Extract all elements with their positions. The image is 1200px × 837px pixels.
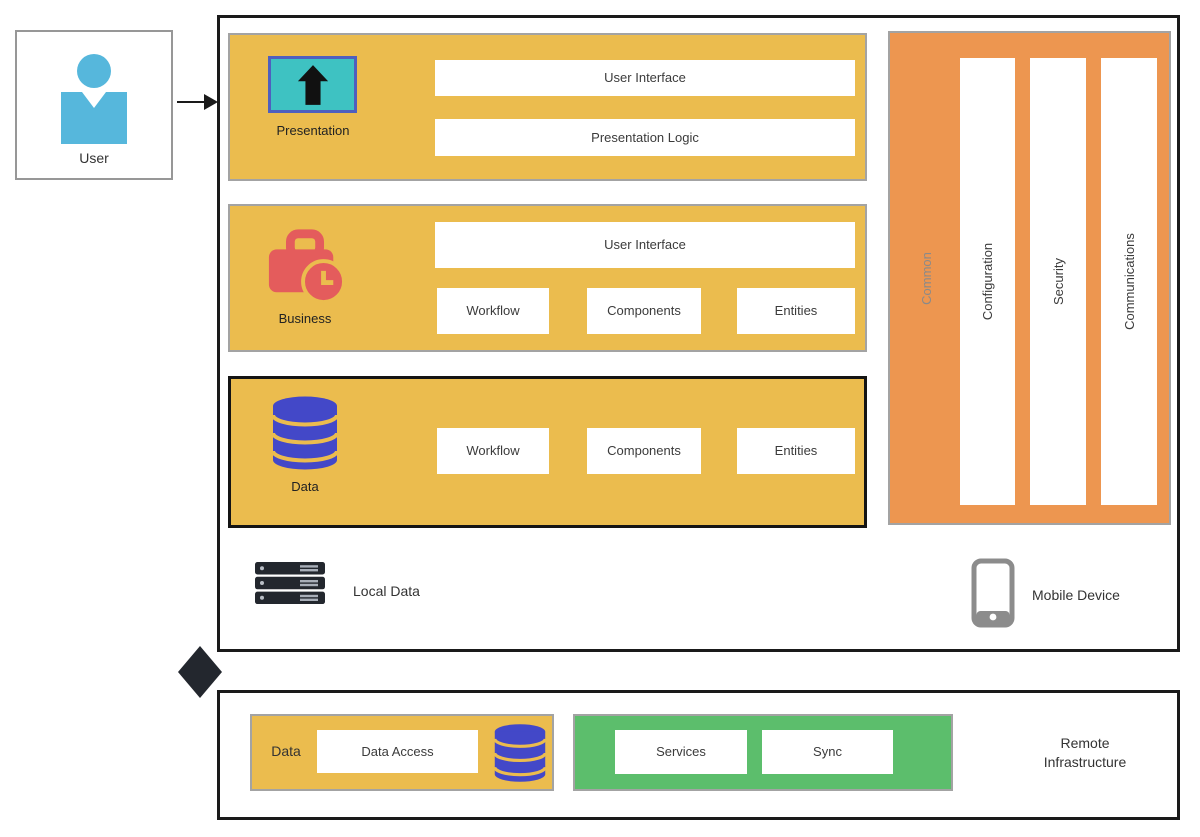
presentation-logic-bar: Presentation Logic <box>435 119 855 156</box>
mobile-device-label: Mobile Device <box>1032 587 1120 603</box>
data-components-bar: Components <box>587 428 701 474</box>
server-stack-icon <box>255 562 325 604</box>
common-column-configuration: Configuration <box>960 58 1015 505</box>
security-label: Security <box>1050 258 1066 305</box>
communications-label: Communications <box>1121 233 1137 330</box>
business-components-bar: Components <box>587 288 701 334</box>
business-entities-bar: Entities <box>737 288 855 334</box>
remote-infrastructure-label: Remote Infrastructure <box>990 734 1180 772</box>
user-arrow-line <box>177 101 207 103</box>
mobile-device-icon <box>971 558 1015 628</box>
database-icon <box>494 724 546 782</box>
remote-data-label: Data <box>271 743 301 759</box>
business-label: Business <box>278 311 332 326</box>
data-label: Data <box>291 479 319 494</box>
common-label-wrap: Common <box>890 33 962 523</box>
common-label: Common <box>918 251 934 305</box>
data-entities-bar: Entities <box>737 428 855 474</box>
database-icon <box>272 396 338 470</box>
presentation-label: Presentation <box>276 123 350 138</box>
sync-bar: Sync <box>762 730 893 774</box>
configuration-label: Configuration <box>980 242 996 321</box>
business-user-interface-bar: User Interface <box>435 222 855 268</box>
common-column-security: Security <box>1030 58 1086 505</box>
business-workflow-bar: Workflow <box>437 288 549 334</box>
data-workflow-bar: Workflow <box>437 428 549 474</box>
presentation-user-interface-bar: User Interface <box>435 60 855 96</box>
diamond-connector-icon <box>178 646 222 698</box>
person-icon <box>61 54 127 144</box>
local-data-label: Local Data <box>353 583 420 599</box>
common-column-communications: Communications <box>1101 58 1157 505</box>
services-bar: Services <box>615 730 747 774</box>
briefcase-clock-icon <box>268 229 344 304</box>
user-arrow-head-icon <box>204 94 218 110</box>
user-label: User <box>79 150 109 166</box>
user-box: User <box>15 30 173 180</box>
presentation-icon-box <box>268 56 357 113</box>
up-arrow-icon <box>297 64 328 105</box>
remote-infrastructure-line1: Remote <box>1060 735 1110 751</box>
data-access-bar: Data Access <box>317 730 478 773</box>
remote-infrastructure-line2: Infrastructure <box>1043 754 1127 770</box>
